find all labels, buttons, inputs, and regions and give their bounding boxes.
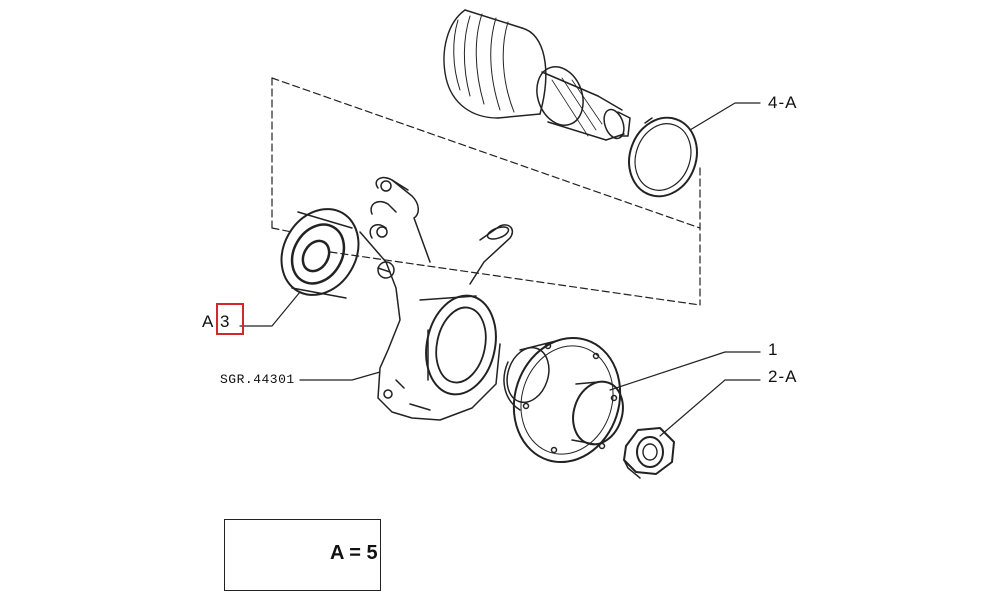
legend-box <box>224 519 381 591</box>
hub-nut <box>623 427 675 479</box>
leader-lines <box>239 102 761 437</box>
part-label-3-number: 3 <box>220 312 231 331</box>
wheel-hub <box>503 336 624 464</box>
assembly-guide-lines <box>271 77 701 306</box>
part-label-4: 4-A <box>768 93 798 112</box>
wheel-bearing <box>280 208 360 299</box>
cv-joint-shaft <box>443 9 631 141</box>
steering-knuckle <box>359 176 514 421</box>
part-label-1: 1 <box>768 340 779 359</box>
reference-code-label: SGR.44301 <box>220 372 295 387</box>
legend-text: A = 5 <box>330 542 378 564</box>
part-label-3-prefix: A <box>202 312 215 331</box>
circlip-ring <box>628 116 698 198</box>
part-label-2: 2-A <box>768 367 798 386</box>
highlight-marker <box>216 303 244 335</box>
